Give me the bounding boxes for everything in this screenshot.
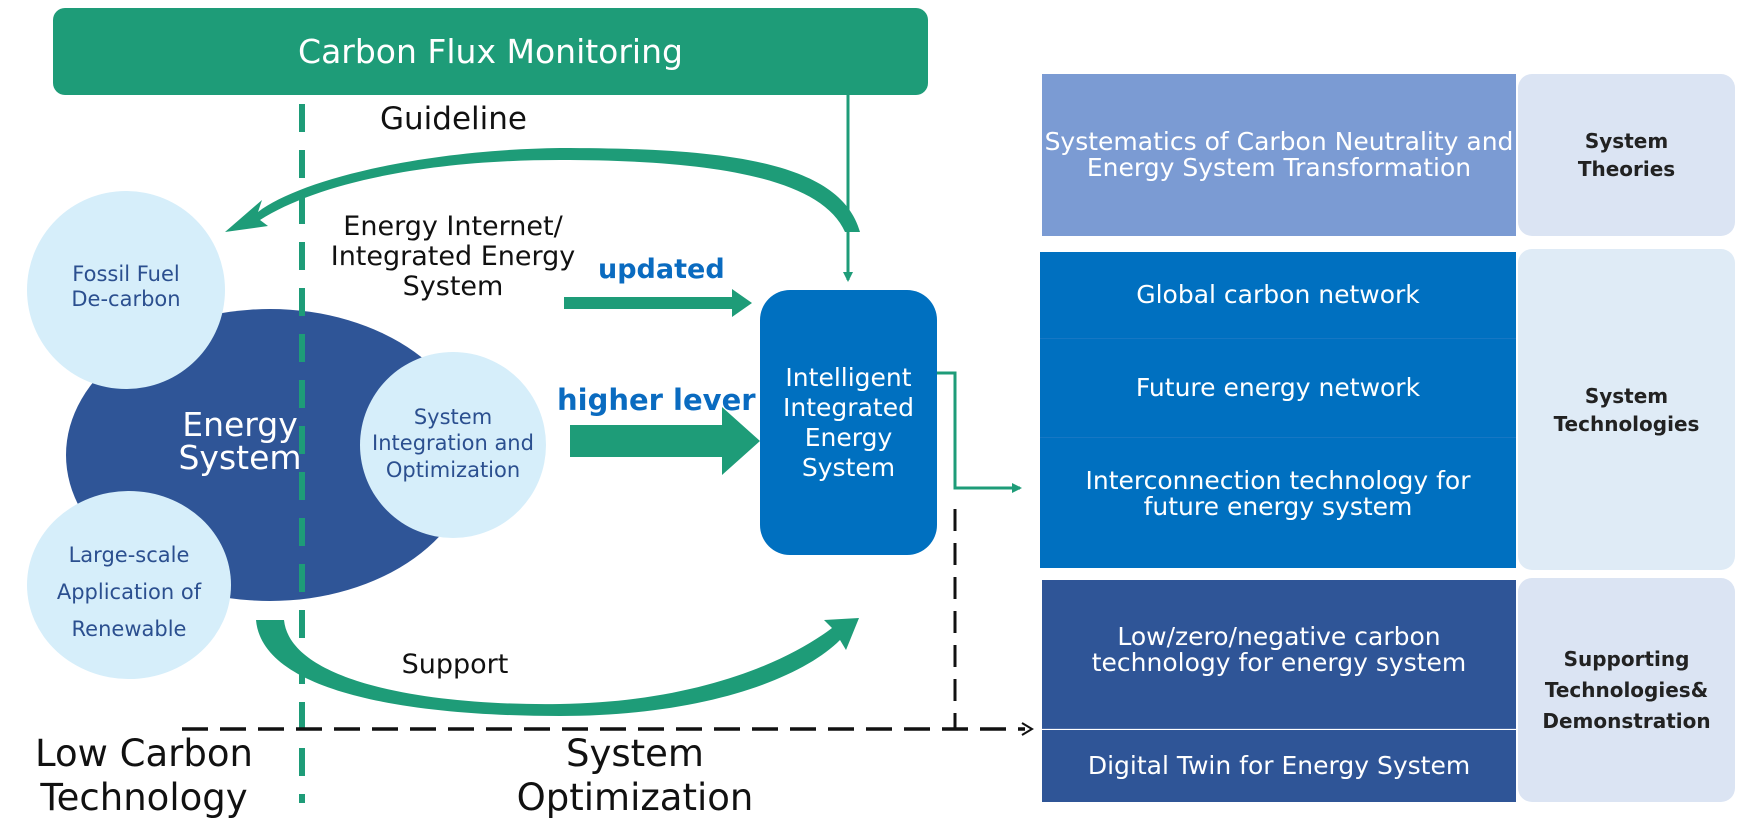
energy-system-title: Energy System <box>170 408 310 474</box>
support-label: Support <box>395 650 515 680</box>
system-integration-label: System Integration and Optimization <box>365 404 541 483</box>
low-carbon-line: Technology <box>24 776 264 820</box>
integration-line: Integration and <box>365 430 541 456</box>
fossil-line: De-carbon <box>46 287 206 312</box>
panel-line: technology for energy system <box>1092 650 1467 676</box>
renewable-label: Large-scale Application of Renewable <box>49 537 209 647</box>
energy-system-title-line: System <box>170 441 310 474</box>
system-optimization-label: System Optimization <box>500 732 770 821</box>
carbon-flux-monitoring-banner: Carbon Flux Monitoring <box>53 8 928 95</box>
energy-internet-line: Energy Internet/ <box>313 212 593 242</box>
side-line: System <box>1578 127 1675 155</box>
panel-systematics: Systematics of Carbon Neutrality and Ene… <box>1042 74 1516 236</box>
renewable-line: Large-scale <box>49 537 209 574</box>
panel-line: Future energy network <box>1136 375 1420 401</box>
label-system-technologies: System Technologies <box>1518 249 1735 570</box>
integration-line: Optimization <box>365 457 541 483</box>
energy-internet-line: Integrated Energy <box>313 242 593 272</box>
label-system-theories: System Theories <box>1518 74 1735 236</box>
higher-lever-label: higher lever <box>557 383 756 417</box>
panel-low-zero-negative-carbon: Low/zero/negative carbon technology for … <box>1042 580 1516 729</box>
system-opt-line: Optimization <box>500 776 770 820</box>
panel-future-energy-network: Future energy network <box>1040 339 1516 438</box>
side-line: Technologies& <box>1542 675 1710 706</box>
side-line: Technologies <box>1554 410 1700 438</box>
ies-line: Intelligent <box>783 363 914 393</box>
label-supporting-technologies: Supporting Technologies& Demonstration <box>1518 578 1735 802</box>
ies-line: Integrated <box>783 393 914 423</box>
intelligent-ies-box: Intelligent Integrated Energy System <box>760 290 937 555</box>
panel-digital-twin: Digital Twin for Energy System <box>1042 730 1516 802</box>
guideline-label: Guideline <box>380 102 522 137</box>
panel-line: Systematics of Carbon Neutrality and <box>1045 129 1514 155</box>
panel-line: Low/zero/negative carbon <box>1092 624 1467 650</box>
side-line: System <box>1554 382 1700 410</box>
ies-line: System <box>783 453 914 483</box>
system-opt-line: System <box>500 732 770 776</box>
side-line: Theories <box>1578 155 1675 183</box>
panel-line: Interconnection technology for <box>1086 468 1471 494</box>
low-carbon-technology-label: Low Carbon Technology <box>24 732 264 821</box>
renewable-line: Renewable <box>49 611 209 648</box>
side-line: Supporting <box>1542 644 1710 675</box>
fossil-fuel-label: Fossil Fuel De-carbon <box>46 262 206 312</box>
low-carbon-line: Low Carbon <box>24 732 264 776</box>
energy-system-title-line: Energy <box>170 408 310 441</box>
support-arrow <box>256 618 859 716</box>
panel-interconnection-technology: Interconnection technology for future en… <box>1040 438 1516 568</box>
side-line: Demonstration <box>1542 706 1710 737</box>
panel-line: future energy system <box>1086 494 1471 520</box>
ies-line: Energy <box>783 423 914 453</box>
panel-line: Energy System Transformation <box>1045 155 1514 181</box>
updated-label: updated <box>598 254 725 285</box>
panel-line: Digital Twin for Energy System <box>1088 753 1470 779</box>
fossil-line: Fossil Fuel <box>46 262 206 287</box>
energy-internet-line: System <box>313 272 593 302</box>
panel-line: Global carbon network <box>1136 282 1420 308</box>
output-connector <box>937 373 1020 488</box>
energy-internet-label: Energy Internet/ Integrated Energy Syste… <box>313 212 593 303</box>
renewable-line: Application of <box>49 574 209 611</box>
integration-line: System <box>365 404 541 430</box>
higher-lever-arrow <box>570 407 760 475</box>
panel-global-carbon-network: Global carbon network <box>1040 252 1516 339</box>
banner-title: Carbon Flux Monitoring <box>298 32 683 71</box>
